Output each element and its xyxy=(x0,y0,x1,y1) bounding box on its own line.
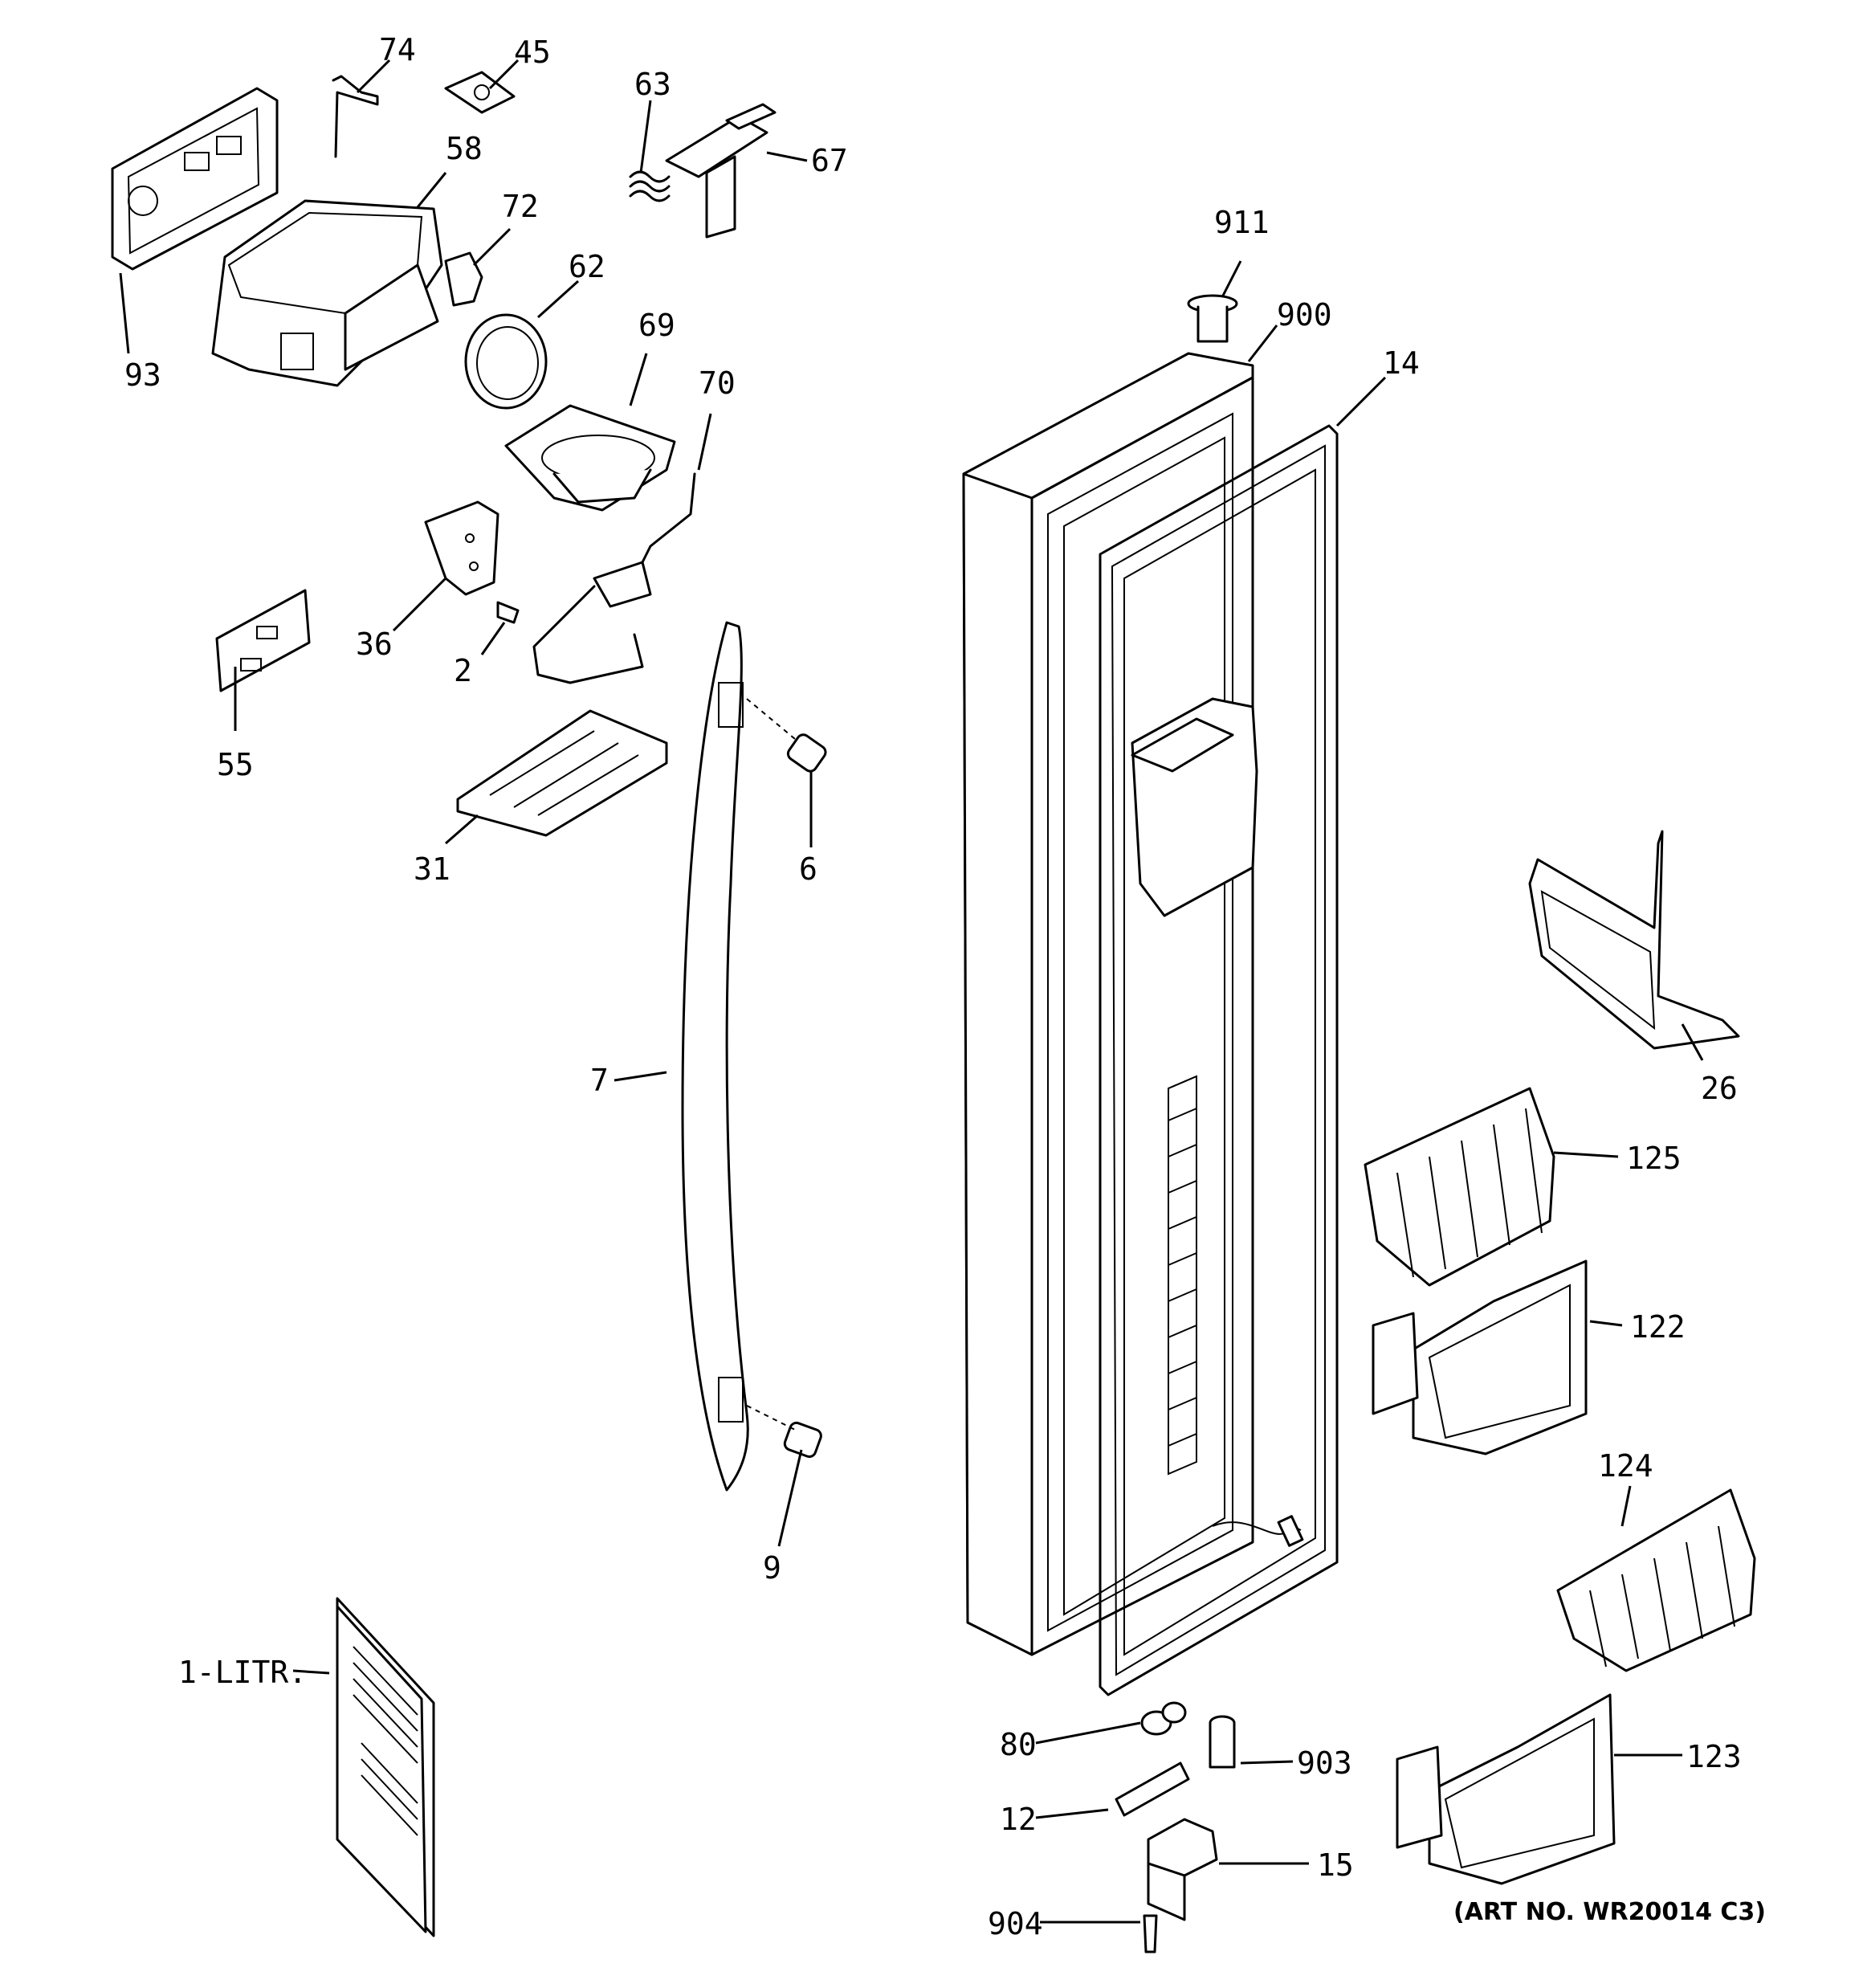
callout-26: 26 xyxy=(1701,1071,1738,1106)
callout-1-litr: 1-LITR. xyxy=(178,1655,307,1690)
part-bracket-67[interactable] xyxy=(665,103,777,239)
callout-125: 125 xyxy=(1626,1141,1682,1176)
callout-122: 122 xyxy=(1630,1309,1686,1345)
callout-911: 911 xyxy=(1214,205,1270,240)
callout-15: 15 xyxy=(1317,1847,1354,1883)
part-bin-123[interactable] xyxy=(1396,1693,1616,1885)
callout-124: 124 xyxy=(1598,1448,1653,1484)
part-dispenser-housing[interactable] xyxy=(211,199,443,387)
callout-62: 62 xyxy=(569,249,605,284)
part-ring-62[interactable] xyxy=(464,313,548,410)
part-hinge-plate-12[interactable] xyxy=(1115,1761,1190,1817)
part-screw-904[interactable] xyxy=(1143,1914,1158,1953)
part-rack-124[interactable] xyxy=(1556,1488,1756,1672)
callout-904: 904 xyxy=(988,1906,1043,1941)
part-bracket-36[interactable] xyxy=(424,500,499,596)
callout-14: 14 xyxy=(1383,345,1420,381)
part-spring-63[interactable] xyxy=(629,170,671,202)
part-ice-funnel-69[interactable] xyxy=(504,404,676,512)
part-bushing-80[interactable] xyxy=(1140,1701,1187,1736)
water-tank-coil xyxy=(1168,1075,1197,1476)
callout-74: 74 xyxy=(379,32,416,67)
part-rack-125[interactable] xyxy=(1364,1087,1555,1287)
part-cap-911[interactable] xyxy=(1187,294,1238,343)
part-door-gasket-14[interactable] xyxy=(1099,424,1339,1696)
part-screw-2[interactable] xyxy=(496,601,520,624)
callout-58: 58 xyxy=(446,131,483,166)
callout-93: 93 xyxy=(124,357,161,393)
callout-36: 36 xyxy=(356,627,393,662)
callout-72: 72 xyxy=(502,189,539,224)
part-control-board-55[interactable] xyxy=(215,589,311,692)
callout-2: 2 xyxy=(454,653,472,688)
callout-9: 9 xyxy=(763,1550,781,1586)
callout-31: 31 xyxy=(414,851,450,887)
part-drip-tray-31[interactable] xyxy=(456,709,668,837)
callout-12: 12 xyxy=(1000,1802,1037,1837)
part-pin-903[interactable] xyxy=(1209,1715,1236,1769)
part-switch-72[interactable] xyxy=(444,251,483,307)
part-plate-45[interactable] xyxy=(444,71,516,114)
part-chute-26[interactable] xyxy=(1528,830,1740,1050)
part-door-assembly-900[interactable] xyxy=(962,352,1254,1656)
callout-69: 69 xyxy=(638,308,675,343)
part-screw-6[interactable] xyxy=(785,733,828,774)
part-hinge-15[interactable] xyxy=(1147,1818,1218,1921)
callout-903: 903 xyxy=(1297,1745,1352,1781)
part-bin-122[interactable] xyxy=(1372,1259,1588,1455)
part-screw-9[interactable] xyxy=(783,1421,823,1459)
leader-lines xyxy=(119,59,1704,1924)
callout-123: 123 xyxy=(1686,1739,1742,1774)
callout-55: 55 xyxy=(217,747,254,782)
callout-63: 63 xyxy=(634,67,671,102)
part-actuator-70[interactable] xyxy=(532,472,696,684)
callout-67: 67 xyxy=(811,143,848,178)
part-door-handle-7[interactable] xyxy=(681,621,749,1492)
part-literature-manual[interactable] xyxy=(336,1597,435,1937)
callout-70: 70 xyxy=(699,365,736,401)
callout-7: 7 xyxy=(590,1063,609,1098)
callout-900: 900 xyxy=(1277,297,1332,333)
art-number: (ART NO. WR20014 C3) xyxy=(1453,1898,1766,1926)
callout-80: 80 xyxy=(1000,1727,1037,1762)
callout-6: 6 xyxy=(799,851,817,887)
part-spring-74[interactable] xyxy=(332,75,379,158)
callout-45: 45 xyxy=(514,35,551,70)
part-dispenser-control-panel[interactable] xyxy=(111,87,279,271)
